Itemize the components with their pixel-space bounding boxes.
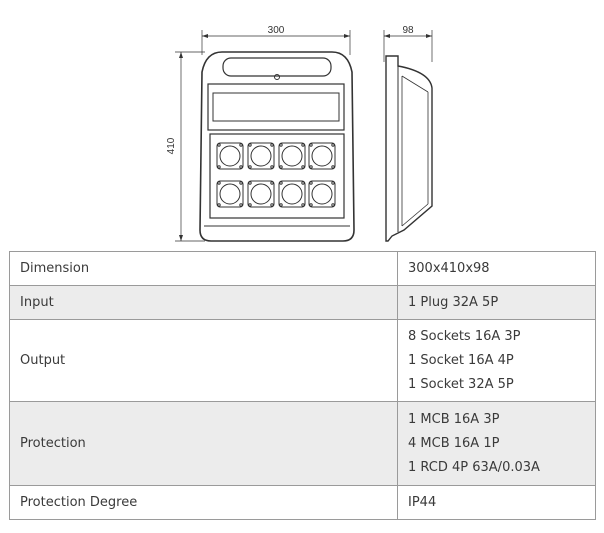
spec-label: Dimension (9, 251, 398, 286)
spec-value: 1 MCB 16A 3P 4 MCB 16A 1P 1 RCD 4P 63A/0.0… (397, 401, 596, 486)
spec-value-line: 1 Plug 32A 5P (408, 294, 499, 310)
spec-row: Protection Degree IP44 (9, 485, 596, 520)
spec-label: Output (9, 319, 398, 402)
socket-icon (216, 142, 244, 170)
spec-row: Dimension 300x410x98 (9, 251, 596, 286)
spec-value-line: 4 MCB 16A 1P (408, 435, 500, 451)
spec-value: 1 Plug 32A 5P (397, 285, 596, 320)
socket-icon (247, 142, 275, 170)
spec-row: Input 1 Plug 32A 5P (9, 285, 596, 320)
spec-value-line: 300x410x98 (408, 260, 490, 276)
socket-icon (308, 142, 336, 170)
spec-value-line: 8 Sockets 16A 3P (408, 328, 521, 344)
spec-value: 300x410x98 (397, 251, 596, 286)
height-dimension-label: 410 (166, 137, 177, 154)
spec-value-line: 1 Socket 16A 4P (408, 352, 514, 368)
socket-icon (247, 180, 275, 208)
technical-drawing: 300 98 410 (166, 25, 433, 242)
spec-value-line: 1 Socket 32A 5P (408, 376, 514, 392)
spec-label: Input (9, 285, 398, 320)
spec-label: Protection Degree (9, 485, 398, 520)
spec-value-line: IP44 (408, 494, 437, 510)
spec-value: 8 Sockets 16A 3P 1 Socket 16A 4P 1 Socket … (397, 319, 596, 402)
width-dimension-label: 300 (268, 25, 285, 36)
socket-icon (308, 180, 336, 208)
spec-value-line: 1 MCB 16A 3P (408, 411, 500, 427)
spec-value: IP44 (397, 485, 596, 520)
spec-label: Protection (9, 401, 398, 486)
socket-icon (278, 142, 306, 170)
depth-dimension-label: 98 (402, 25, 414, 36)
socket-icon (216, 180, 244, 208)
socket-icon (278, 180, 306, 208)
spec-row: Output 8 Sockets 16A 3P 1 Socket 16A 4P 1 S… (9, 319, 596, 402)
spec-row: Protection 1 MCB 16A 3P 4 MCB 16A 1P 1 RCD … (9, 401, 596, 486)
spec-value-line: 1 RCD 4P 63A/0.03A (408, 459, 540, 475)
